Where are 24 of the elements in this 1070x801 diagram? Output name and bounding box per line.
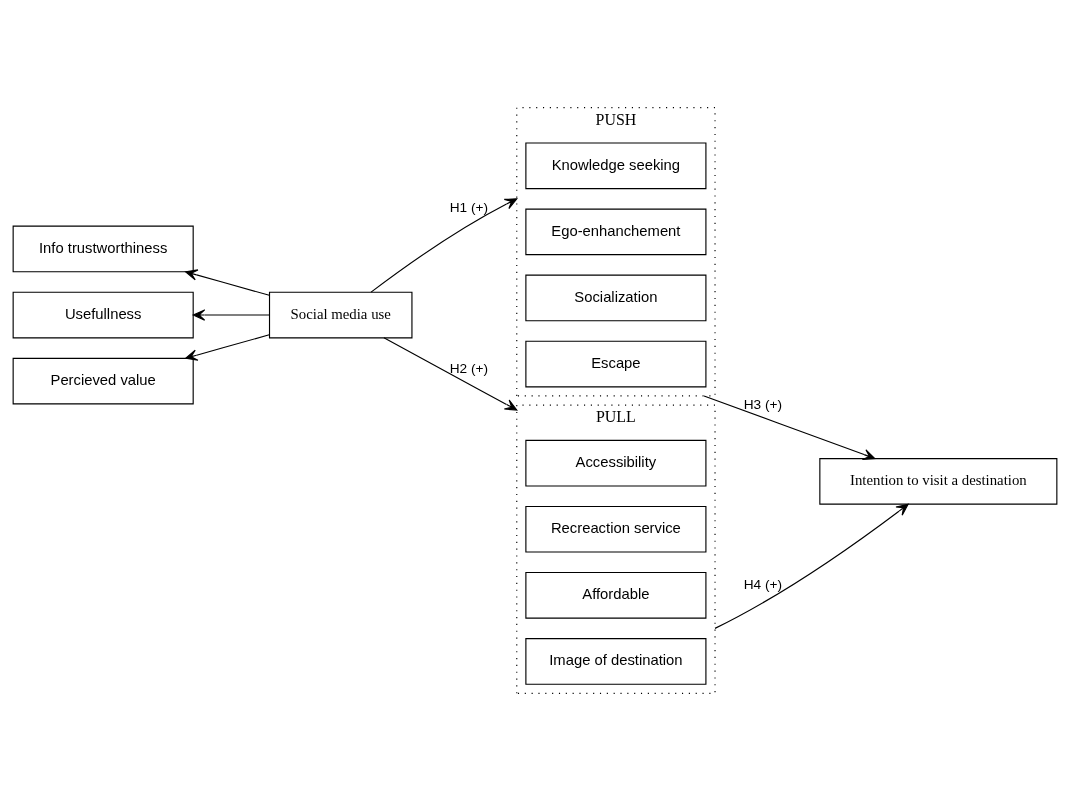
node-box: Intention to visit a destination xyxy=(819,458,1058,505)
node-box: Recreaction service xyxy=(525,505,707,553)
edge-label: H3 (+) xyxy=(743,397,783,413)
edge-label: H1 (+) xyxy=(449,200,489,216)
node-box: Escape xyxy=(525,340,707,388)
arrow xyxy=(383,337,518,411)
arrow xyxy=(185,269,270,296)
arrow xyxy=(192,309,270,321)
node-box: Ego-enhanchement xyxy=(525,208,707,256)
arrow xyxy=(370,198,518,293)
node-box: Knowledge seeking xyxy=(525,142,707,190)
node-box: Usefullness xyxy=(12,291,194,339)
arrow xyxy=(185,334,270,361)
node-box: Socialization xyxy=(525,274,707,322)
node-box: Image of destination xyxy=(525,638,707,685)
edge-label: H4 (+) xyxy=(743,577,783,593)
node-box: Info trustworthiness xyxy=(12,225,194,273)
edge-label: H2 (+) xyxy=(449,360,489,376)
node-box: Percieved value xyxy=(12,357,194,405)
arrow xyxy=(714,503,909,629)
arrow xyxy=(703,395,876,460)
node-box: Accessibility xyxy=(525,439,707,487)
node-box: Social media use xyxy=(268,291,413,339)
node-box: Affordable xyxy=(525,571,707,619)
